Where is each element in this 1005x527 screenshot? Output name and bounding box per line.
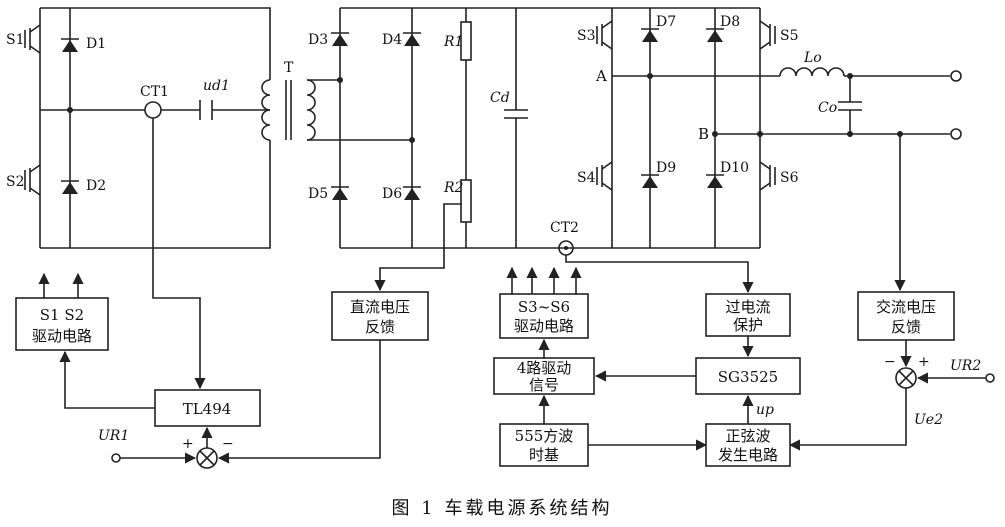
block-tl494-label: TL494	[183, 400, 232, 418]
block-s1s2-drive-line1: S1 S2	[40, 306, 84, 324]
label-node-b: B	[698, 125, 709, 143]
summing-junction-right	[895, 367, 917, 389]
capacitor-ud1	[199, 100, 213, 120]
inverter-bridge: A B S3 S4 S5	[577, 7, 950, 249]
block-s3s6-drive-line2: 驱动电路	[514, 317, 574, 335]
label-d8: D8	[720, 14, 740, 30]
block-sine-line1: 正弦波	[725, 427, 770, 445]
output-terminal-2	[950, 128, 962, 140]
label-d4: D4	[382, 32, 402, 48]
label-s6: S6	[780, 170, 799, 186]
block-s1s2-drive-line2: 驱动电路	[32, 327, 92, 345]
label-d7: D7	[656, 14, 676, 30]
input-terminal-ur1	[111, 453, 121, 463]
label-r2: R2	[443, 180, 464, 196]
summing-junction-left	[196, 447, 218, 469]
diode-d3	[331, 32, 349, 46]
label-s1: S1	[6, 32, 25, 48]
label-d2: D2	[86, 178, 106, 194]
input-terminal-ur2	[985, 373, 995, 383]
block-ac-voltage-feedback	[857, 291, 955, 341]
label-s5: S5	[780, 28, 799, 44]
sign-plus-left: +	[182, 436, 194, 452]
diode-d5	[331, 186, 349, 200]
inductor-lo	[779, 67, 845, 77]
label-ud1: ud1	[203, 78, 230, 94]
label-ur1: UR1	[98, 428, 129, 444]
diode-d10	[706, 174, 724, 188]
block-ac-feedback-line2: 反馈	[891, 318, 921, 336]
block-sine-generator	[705, 423, 791, 467]
sign-minus-right: −	[884, 354, 896, 370]
label-node-a: A	[595, 67, 607, 85]
label-ct2: CT2	[550, 220, 579, 236]
figure-caption: 图 1 车载电源系统结构	[392, 498, 613, 519]
label-cd: Cd	[490, 90, 510, 106]
transformer-t	[261, 79, 412, 141]
block-4-drive-line1: 4路驱动	[517, 359, 572, 377]
block-s3s6-drive-line1: S3~S6	[518, 298, 570, 316]
label-lo: Lo	[803, 50, 822, 66]
block-tl494	[154, 389, 261, 427]
block-4-drive-line2: 信号	[529, 376, 559, 394]
block-overcurrent-line2: 保护	[733, 316, 763, 334]
switch-s2	[24, 164, 41, 196]
block-overcurrent-protection	[705, 293, 791, 337]
label-r1: R1	[443, 34, 463, 50]
block-ac-feedback-line1: 交流电压	[876, 298, 936, 316]
block-dc-feedback-line1: 直流电压	[350, 298, 410, 316]
block-s3s6-drive	[499, 293, 589, 339]
block-555-line2: 时基	[529, 446, 559, 464]
label-d6: D6	[382, 186, 402, 202]
label-d1: D1	[86, 36, 106, 52]
block-sine-line2: 发生电路	[718, 446, 778, 464]
label-s4: S4	[577, 170, 596, 186]
diode-d4	[403, 32, 421, 46]
diode-d6	[403, 186, 421, 200]
label-d9: D9	[656, 160, 676, 176]
label-d3: D3	[308, 32, 328, 48]
label-ct1: CT1	[140, 84, 169, 100]
label-ue2: Ue2	[914, 412, 943, 428]
diode-d9	[641, 174, 659, 188]
block-s1s2-drive	[15, 297, 109, 351]
diode-d2	[61, 180, 79, 194]
label-ur2: UR2	[950, 358, 981, 374]
current-transformer-ct1	[144, 101, 162, 119]
diode-d8	[706, 28, 724, 42]
switch-s4	[596, 161, 613, 191]
label-s3: S3	[577, 28, 596, 44]
block-dc-voltage-feedback	[331, 291, 429, 341]
primary-half-bridge: S1 D1 S2 D2 CT1 ud1	[6, 7, 271, 249]
switch-s5	[759, 20, 776, 50]
block-555-line1: 555方波	[515, 427, 574, 445]
label-d10: D10	[720, 160, 749, 176]
sign-plus-right: +	[918, 354, 930, 370]
block-sg3525	[695, 357, 801, 395]
label-d5: D5	[308, 186, 328, 202]
label-t: T	[284, 60, 294, 76]
label-co: Co	[818, 100, 837, 116]
diode-d1	[61, 38, 79, 52]
label-up: up	[756, 402, 774, 418]
output-terminal-1	[950, 70, 962, 82]
diode-d7	[641, 28, 659, 42]
switch-s3	[596, 20, 613, 50]
output-filter: Lo Co	[779, 50, 962, 140]
switch-s6	[759, 161, 776, 191]
switch-s1	[24, 24, 41, 54]
rectifier-bridge: D3 D4 D5 D6 R1 R2 Cd CT2	[308, 7, 612, 256]
label-s2: S2	[6, 174, 25, 190]
block-dc-feedback-line2: 反馈	[365, 318, 395, 336]
block-sg3525-label: SG3525	[718, 368, 778, 386]
block-overcurrent-line1: 过电流	[725, 298, 770, 316]
sign-minus-left: −	[222, 436, 234, 452]
